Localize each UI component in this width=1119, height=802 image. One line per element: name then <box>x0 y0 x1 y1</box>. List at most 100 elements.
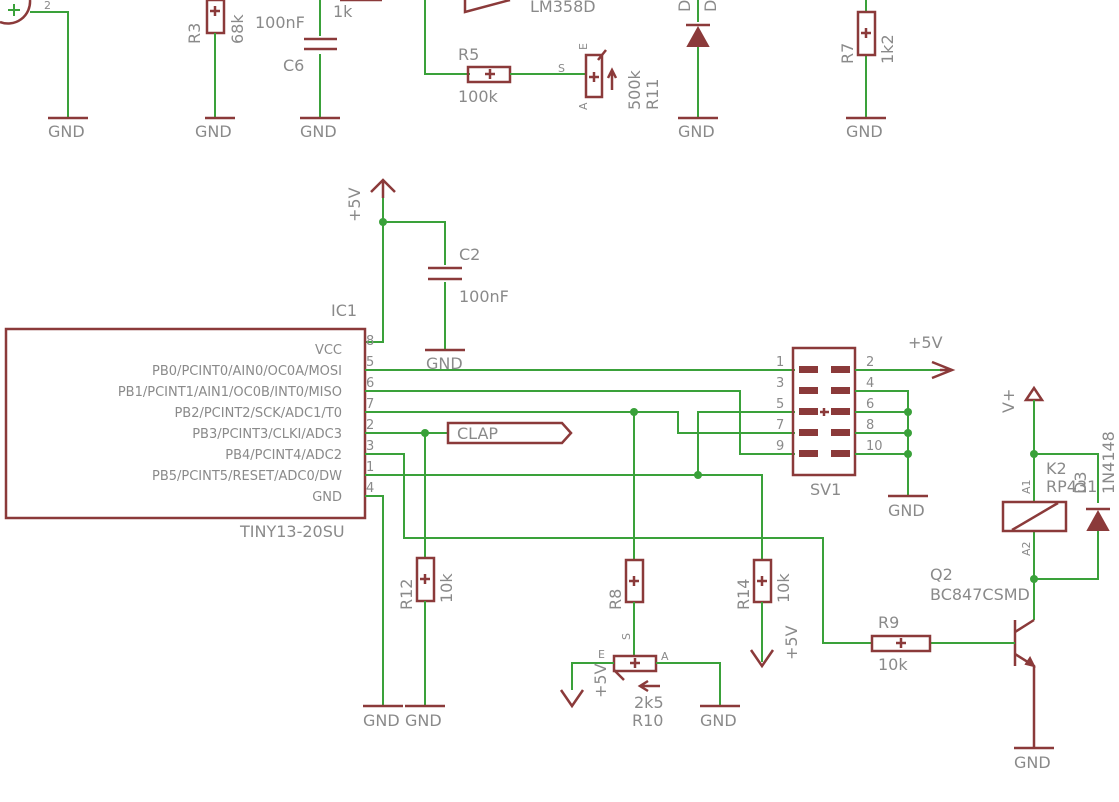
ic1-pin-number: 6 <box>366 376 374 391</box>
vplus-label: V+ <box>999 389 1018 413</box>
k2-pin-a1: A1 <box>1020 479 1033 494</box>
gnd-label: GND <box>1014 753 1051 772</box>
r7-name: R7 <box>838 43 857 64</box>
r11-pin-e: E <box>577 43 590 50</box>
r5-value: 100k <box>458 87 499 106</box>
sv1-pin-number: 5 <box>776 397 784 412</box>
gnd-label: GND <box>195 122 232 141</box>
potentiometer-r11: S E A 500k R11 <box>558 43 662 110</box>
plus5v-label: +5V <box>345 187 364 222</box>
plus5v-label: +5V <box>591 663 610 698</box>
r7-value: 1k2 <box>878 34 897 64</box>
sv1-pin-number: 2 <box>866 355 874 370</box>
gnd-label: GND <box>405 711 442 730</box>
ic1-pin-number: 7 <box>366 397 374 412</box>
ic1-pin-label: PB3/PCINT3/CLKI/ADC3 <box>192 427 342 442</box>
gnd-label: GND <box>846 122 883 141</box>
sv1-pin-number: 9 <box>776 439 784 454</box>
r3-name: R3 <box>185 23 204 44</box>
r10-pin-e: E <box>598 648 605 661</box>
clap-label: CLAP <box>457 424 498 443</box>
d3-part: 1N4148 <box>1099 431 1118 494</box>
gnd-label: GND <box>678 122 715 141</box>
r10-name: R10 <box>632 711 663 730</box>
r10-value: 2k5 <box>634 693 664 712</box>
resistor-r9: R9 10k <box>870 613 932 674</box>
ic1-pin-label: PB0/PCINT0/AIN0/OC0A/MOSI <box>152 364 342 379</box>
c2-name: C2 <box>459 245 480 264</box>
resistor-r3: R3 68k GND <box>185 0 247 141</box>
ic1-chip: IC1 TINY13-20SU VCC PB0/PCINT0/AIN0/OC0A… <box>4 301 374 541</box>
c6-value: 100nF <box>255 13 305 32</box>
k2-part: RP431 <box>1046 477 1097 496</box>
diode-name: D <box>675 0 694 12</box>
r3-value: 68k <box>228 14 247 44</box>
opamp-label: LM358D <box>530 0 596 16</box>
diode-value: D <box>701 0 720 12</box>
r5-name: R5 <box>458 45 479 64</box>
gnd-label: GND <box>363 711 400 730</box>
gnd-label: GND <box>48 122 85 141</box>
relay-k2: V+ A1 A2 K2 RP431 D3 1N4148 <box>999 385 1118 620</box>
ic1-pin-label: GND <box>312 490 342 505</box>
plus5v-label: +5V <box>908 333 943 352</box>
resistor-r5: R5 100k <box>458 45 585 106</box>
c2-value: 100nF <box>459 287 509 306</box>
ic1-pin-label: VCC <box>315 343 342 358</box>
sv1-pin-number: 3 <box>776 376 784 391</box>
sv1-pin-number: 1 <box>776 355 784 370</box>
gnd-label: GND <box>426 354 463 373</box>
sv1-pin-number: 6 <box>866 397 874 412</box>
r10-pin-s: S <box>620 633 633 640</box>
sv1-pin-number: 10 <box>866 439 883 454</box>
capacitor-c6: 100nF C6 GND <box>255 0 340 141</box>
ic1-pin-label: PB2/PCINT2/SCK/ADC1/T0 <box>174 406 342 421</box>
r12-value: 10k <box>437 573 456 603</box>
ic1-name: IC1 <box>331 301 357 320</box>
supply-section: +5V C2 100nF GND <box>345 178 509 373</box>
r-1k-value: 1k <box>333 2 353 21</box>
q2-part: BC847CSMD <box>930 585 1030 604</box>
d3-name: D3 <box>1071 472 1090 495</box>
resistor-r8: R8 <box>606 558 645 655</box>
r11-value: 500k <box>625 69 644 110</box>
diode-top: D D GND <box>675 0 720 141</box>
ic1-pin-number: 4 <box>366 481 374 496</box>
sv1-pin-number: 4 <box>866 376 874 391</box>
ic1-pin-number: 1 <box>366 460 374 475</box>
potentiometer-r10: E S A +5V 2k5 R10 GND <box>559 633 740 730</box>
ic1-nets <box>363 369 872 708</box>
header-sv1: 1 3 5 7 9 2 4 6 8 10 SV1 +5V GND <box>776 333 956 520</box>
r14-value: 10k <box>774 573 793 603</box>
resistor-r14: R14 10k +5V <box>734 558 801 669</box>
sv1-name: SV1 <box>810 480 841 499</box>
ic1-pin-label: PB5/PCINT5/RESET/ADC0/DW <box>152 469 342 484</box>
ic1-pin-label: PB1/PCINT1/AIN1/OC0B/INT0/MISO <box>118 385 342 400</box>
q2-name: Q2 <box>930 565 953 584</box>
opamp-symbol <box>463 0 511 14</box>
k2-pin-a2: A2 <box>1020 541 1033 556</box>
sv1-pin-number: 7 <box>776 418 784 433</box>
gnd-label: GND <box>700 711 737 730</box>
ic1-pin-number: 8 <box>366 334 374 349</box>
r11-name: R11 <box>643 79 662 110</box>
r11-pin-a: A <box>577 102 590 110</box>
r8-name: R8 <box>606 589 625 610</box>
ic1-pin-number: 5 <box>366 355 374 370</box>
gnd-label: GND <box>300 122 337 141</box>
r12-name: R12 <box>397 579 416 610</box>
r14-name: R14 <box>734 579 753 610</box>
resistor-r7: R7 1k2 GND <box>838 0 897 141</box>
r10-pin-a: A <box>661 650 669 663</box>
plus5v-label: +5V <box>782 625 801 660</box>
k2-name: K2 <box>1046 459 1067 478</box>
c6-name: C6 <box>283 56 304 75</box>
resistor-r12: R12 10k <box>397 556 456 708</box>
ic1-pin-number: 3 <box>366 439 374 454</box>
r9-value: 10k <box>878 655 908 674</box>
transistor-q2: Q2 BC847CSMD GND <box>930 565 1054 772</box>
pin-2-label: 2 <box>44 0 51 12</box>
clap-net-label: CLAP <box>446 421 573 445</box>
source-symbol <box>0 0 32 25</box>
